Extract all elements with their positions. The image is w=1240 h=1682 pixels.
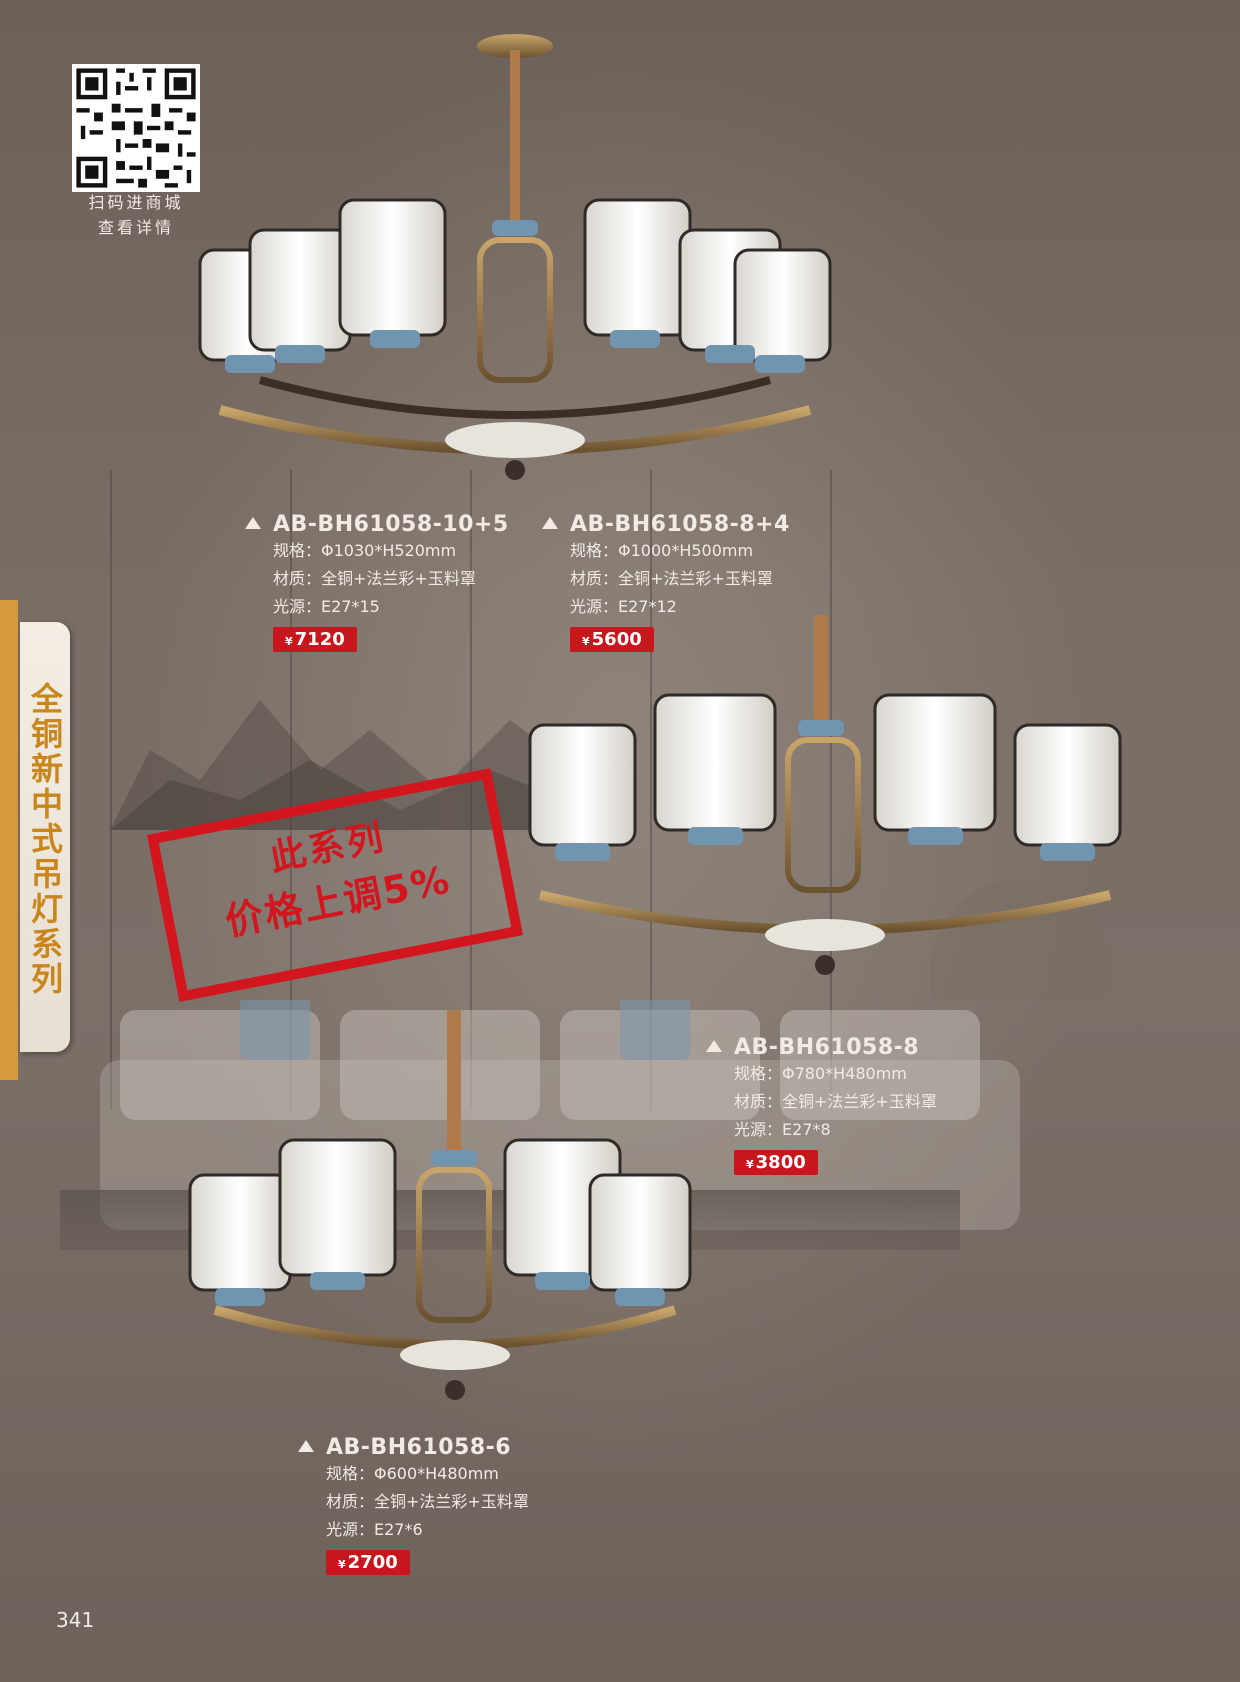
product-spec: 规格：Φ780*H480mm <box>734 1064 907 1083</box>
wall-panel <box>110 470 112 1110</box>
mountain-painting <box>110 700 590 830</box>
series-title: 全铜新中式吊灯系列 <box>26 682 64 997</box>
price-badge: ¥5600 <box>570 627 654 652</box>
product-light: 光源：E27*12 <box>570 597 677 616</box>
triangle-icon <box>542 517 558 529</box>
product-light: 光源：E27*15 <box>273 597 380 616</box>
product-8: AB-BH61058-8 规格：Φ780*H480mm 材质：全铜+法兰彩+玉料… <box>706 1035 937 1175</box>
price-badge: ¥2700 <box>326 1550 410 1575</box>
series-tab-bar <box>0 600 18 1080</box>
chandelier-image-10-5 <box>198 34 832 480</box>
chandelier-image-8 <box>528 615 1122 975</box>
series-title-panel: 全铜新中式吊灯系列 <box>20 622 70 1052</box>
product-model: AB-BH61058-8+4 <box>542 512 790 537</box>
product-material: 材质：全铜+法兰彩+玉料罩 <box>273 569 476 588</box>
qr-caption-line1: 扫码进商城 <box>88 193 184 212</box>
wall-panel <box>470 470 472 1110</box>
product-8-4: AB-BH61058-8+4 规格：Φ1000*H500mm 材质：全铜+法兰彩… <box>542 512 790 652</box>
triangle-icon <box>245 517 261 529</box>
qr-caption: 扫码进商城 查看详情 <box>72 190 200 240</box>
product-spec: 规格：Φ1000*H500mm <box>570 541 754 560</box>
product-10-5: AB-BH61058-10+5 规格：Φ1030*H520mm 材质：全铜+法兰… <box>245 512 509 652</box>
product-light: 光源：E27*6 <box>326 1520 423 1539</box>
product-model: AB-BH61058-8 <box>706 1035 937 1060</box>
product-spec: 规格：Φ600*H480mm <box>326 1464 499 1483</box>
triangle-icon <box>706 1040 722 1052</box>
wall-panel <box>650 470 652 1110</box>
price-badge: ¥3800 <box>734 1150 818 1175</box>
triangle-icon <box>298 1440 314 1452</box>
product-light: 光源：E27*8 <box>734 1120 831 1139</box>
product-model: AB-BH61058-6 <box>298 1435 529 1460</box>
product-6: AB-BH61058-6 规格：Φ600*H480mm 材质：全铜+法兰彩+玉料… <box>298 1435 529 1575</box>
wall-panel <box>830 470 832 1110</box>
page-number: 341 <box>56 1608 95 1632</box>
product-spec: 规格：Φ1030*H520mm <box>273 541 457 560</box>
price-badge: ¥7120 <box>273 627 357 652</box>
product-model: AB-BH61058-10+5 <box>245 512 509 537</box>
chandelier-image-6 <box>188 1010 692 1400</box>
wall-panel <box>290 470 292 1110</box>
qr-caption-line2: 查看详情 <box>97 218 174 237</box>
product-material: 材质：全铜+法兰彩+玉料罩 <box>570 569 773 588</box>
product-material: 材质：全铜+法兰彩+玉料罩 <box>734 1092 937 1111</box>
qr-code[interactable] <box>72 64 200 192</box>
product-material: 材质：全铜+法兰彩+玉料罩 <box>326 1492 529 1511</box>
